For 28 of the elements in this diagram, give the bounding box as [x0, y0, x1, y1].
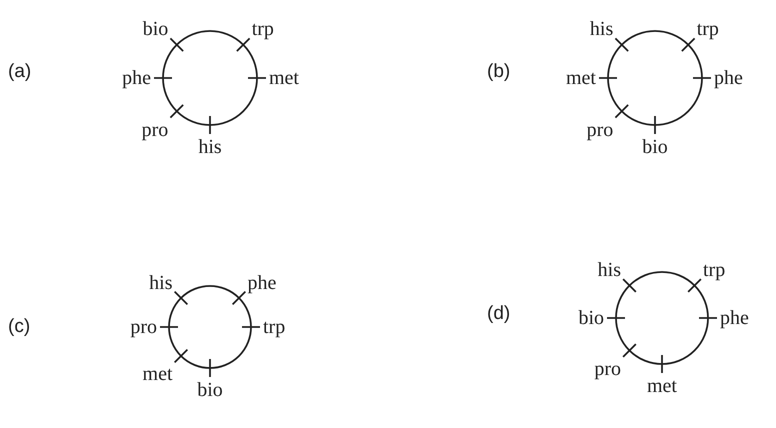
gene-label: his [590, 19, 614, 40]
gene-label: met [647, 376, 677, 396]
gene-label: pro [142, 120, 168, 140]
gene-label: his [598, 260, 621, 280]
gene-label: bio [197, 380, 223, 400]
gene-label: met [566, 68, 596, 88]
gene-label: phe [720, 308, 749, 328]
gene-label: phe [247, 272, 276, 293]
panel-label: (d) [487, 304, 510, 323]
gene-label: phe [714, 68, 743, 88]
gene-label: his [198, 137, 222, 157]
panel-label: (b) [487, 62, 510, 81]
panel-label: (c) [8, 317, 30, 336]
gene-label: phe [122, 68, 151, 88]
gene-label: trp [696, 19, 719, 40]
gene-label: pro [586, 120, 614, 140]
gene-label: pro [130, 317, 157, 337]
gene-label: met [269, 68, 299, 88]
gene-label: trp [263, 317, 286, 337]
gene-label: bio [642, 137, 668, 157]
gene-label: met [142, 364, 173, 384]
gene-label: trp [252, 19, 274, 40]
gene-label: pro [594, 359, 621, 379]
gene-label: his [149, 272, 173, 293]
gene-label: trp [703, 260, 726, 280]
gene-label: bio [142, 19, 168, 40]
panel-label: (a) [8, 62, 32, 81]
gene-label: bio [578, 308, 604, 328]
